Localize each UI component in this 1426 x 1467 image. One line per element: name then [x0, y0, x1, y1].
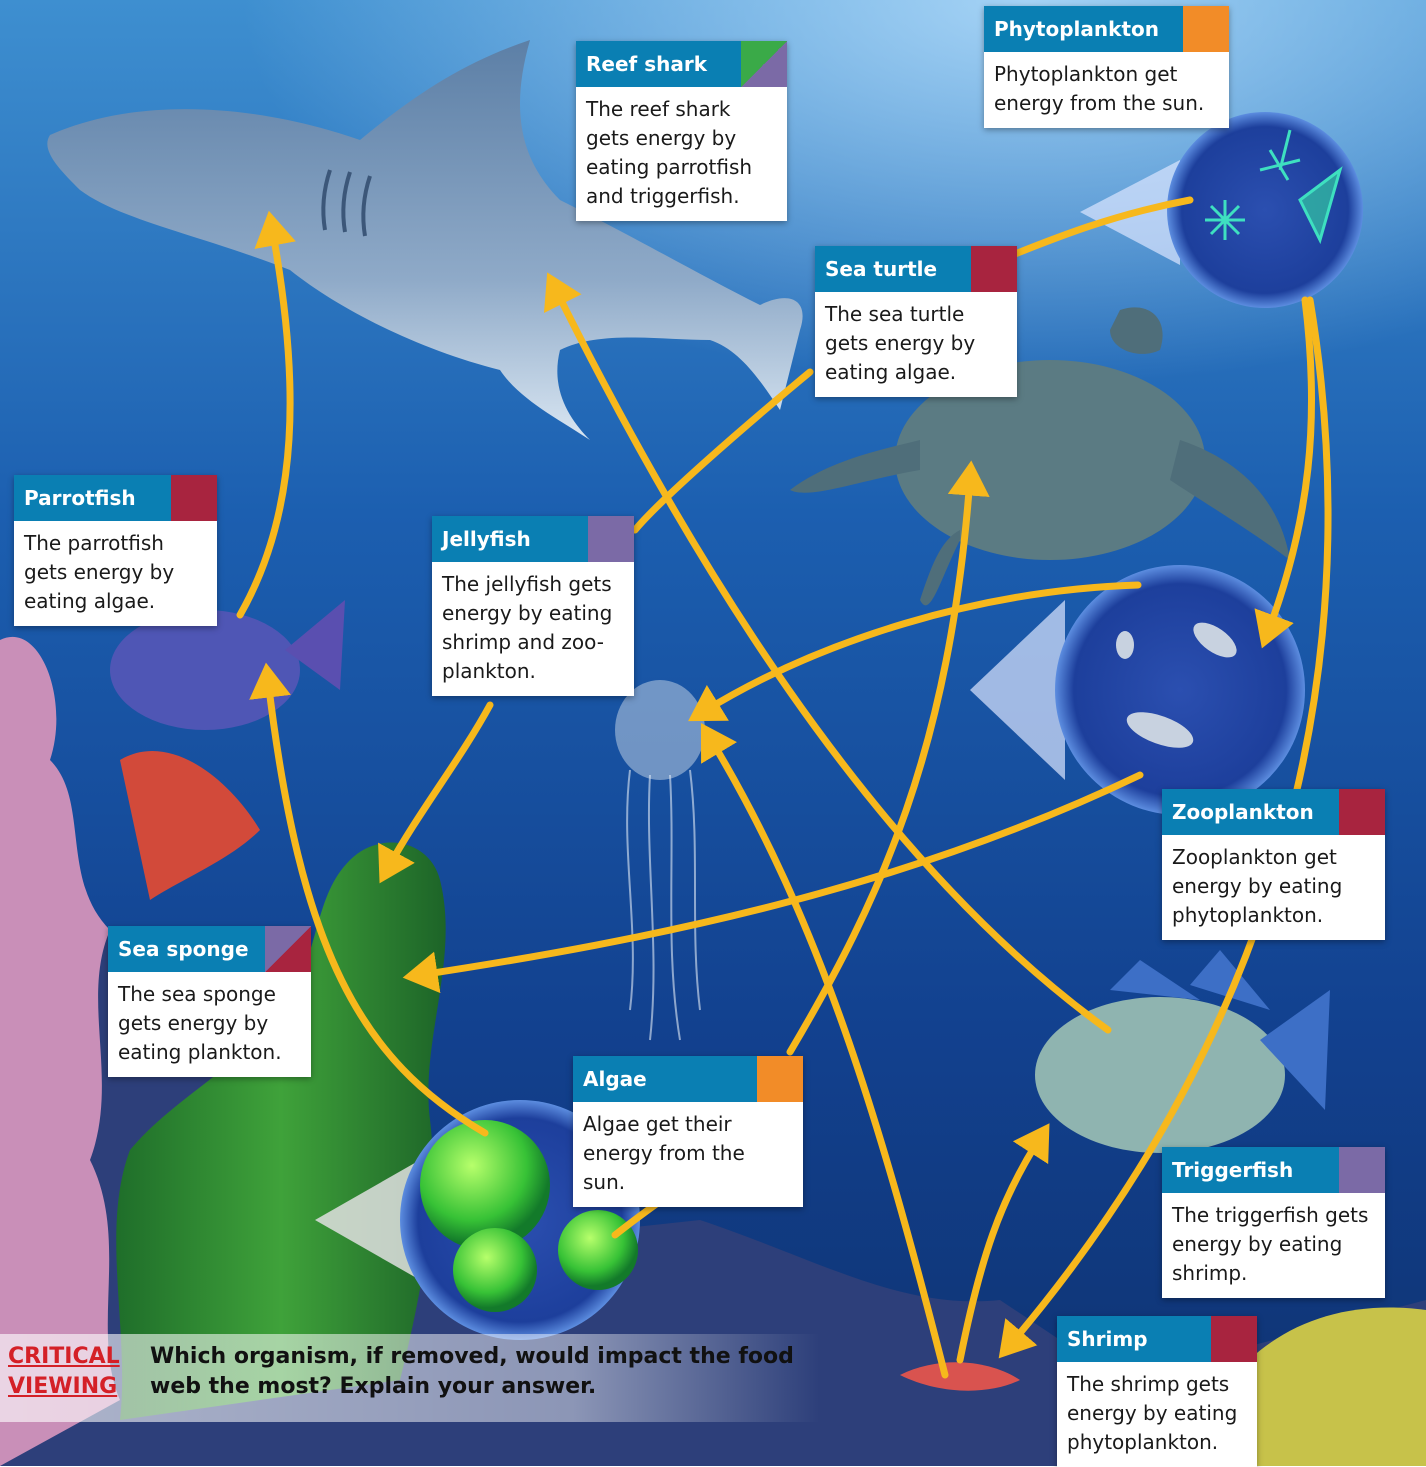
shrimp-shape — [900, 1362, 1020, 1391]
card-triggerfish: Triggerfish The triggerfish gets energy … — [1162, 1147, 1385, 1298]
arrow-turtle-to-sponge — [631, 368, 814, 534]
card-text-phytoplankton: Phytoplankton get energy from the sun. — [994, 62, 1205, 115]
card-title-phytoplankton: Phytoplankton — [984, 6, 1229, 52]
card-text-sea-turtle: The sea turtle gets energy by eating alg… — [825, 302, 976, 384]
algae-bubble-pointer — [315, 1160, 420, 1280]
algae-cell-right — [558, 1210, 638, 1290]
phytoplankton-cells — [1205, 129, 1343, 245]
coral-left — [0, 636, 120, 1466]
arrow-shrimp-to-jelly — [700, 723, 949, 1379]
card-title-zooplankton: Zooplankton — [1162, 789, 1385, 835]
card-text-sea-sponge: The sea sponge gets energy by eating pla… — [118, 982, 282, 1064]
jellyfish-bell — [615, 680, 705, 780]
card-zooplankton: Zooplankton Zooplankton get energy by ea… — [1162, 789, 1385, 940]
card-title-shrimp: Shrimp — [1057, 1316, 1257, 1362]
card-title-text: Zooplankton — [1172, 800, 1314, 824]
card-text-algae: Algae get their energy from the sun. — [583, 1112, 745, 1194]
card-text-jellyfish: The jellyfish gets energy by eating shri… — [442, 572, 613, 683]
card-sea-sponge: Sea sponge The sea sponge gets energy by… — [108, 926, 311, 1077]
arrow-shrimp-to-triggerfish — [956, 1123, 1050, 1364]
critical-label-line1: CRITICAL — [8, 1344, 120, 1369]
zooplankton-critters — [1116, 622, 1237, 748]
shark-gills — [321, 169, 372, 237]
jellyfish-tentacles — [626, 769, 701, 1041]
arrow-parrotfish-to-shark — [236, 210, 296, 619]
card-title-algae: Algae — [573, 1056, 803, 1102]
trophic-swatch-algae — [757, 1056, 803, 1102]
card-title-text: Parrotfish — [24, 486, 136, 510]
card-title-text: Phytoplankton — [994, 17, 1159, 41]
triggerfish-fins — [1110, 950, 1330, 1110]
trophic-swatch-sea-sponge — [265, 926, 311, 972]
parrotfish-shape — [110, 610, 300, 730]
coral-left-red — [120, 750, 260, 900]
card-title-sea-sponge: Sea sponge — [108, 926, 311, 972]
card-title-text: Shrimp — [1067, 1327, 1148, 1351]
trophic-swatch-jellyfish — [588, 516, 634, 562]
arrow-zoo-to-jelly — [688, 581, 1142, 722]
card-jellyfish: Jellyfish The jellyfish gets energy by e… — [432, 516, 634, 696]
algae-cell-large — [420, 1120, 550, 1250]
triggerfish-shape — [1035, 997, 1285, 1153]
algae-cell-bottom — [453, 1228, 537, 1312]
card-title-triggerfish: Triggerfish — [1162, 1147, 1385, 1193]
sea-sponge-shape — [116, 842, 446, 1420]
trophic-swatch-zooplankton — [1339, 789, 1385, 835]
card-title-parrotfish: Parrotfish — [14, 475, 217, 521]
card-title-reef-shark: Reef shark — [576, 41, 787, 87]
card-title-jellyfish: Jellyfish — [432, 516, 634, 562]
card-text-shrimp: The shrimp gets energy by eating phytopl… — [1067, 1372, 1238, 1454]
trophic-swatch-triggerfish — [1339, 1147, 1385, 1193]
sea-turtle-shell — [895, 360, 1205, 560]
trophic-swatch-sea-turtle — [971, 246, 1017, 292]
card-text-triggerfish: The triggerfish gets energy by eating sh… — [1172, 1203, 1369, 1285]
arrow-algae-to-parrotfish — [249, 662, 489, 1137]
card-title-text: Sea turtle — [825, 257, 938, 281]
arrow-phyto-to-sponge-top — [996, 196, 1194, 264]
card-title-text: Jellyfish — [442, 527, 531, 551]
zooplankton-bubble-pointer — [970, 600, 1065, 780]
trophic-swatch-phytoplankton — [1183, 6, 1229, 52]
card-reef-shark: Reef shark The reef shark gets energy by… — [576, 41, 787, 221]
card-parrotfish: Parrotfish The parrotfish gets energy by… — [14, 475, 217, 626]
card-shrimp: Shrimp The shrimp gets energy by eating … — [1057, 1316, 1257, 1467]
card-title-text: Triggerfish — [1172, 1158, 1294, 1182]
critical-viewing-label: CRITICAL VIEWING — [8, 1342, 120, 1402]
critical-label-line2: VIEWING — [8, 1374, 118, 1399]
critical-viewing-question: Which organism, if removed, would impact… — [150, 1344, 794, 1399]
arrow-triggerfish-to-shark — [543, 272, 1112, 1034]
critical-viewing-panel — [0, 1334, 820, 1422]
arrow-phyto-to-zoo — [1254, 296, 1316, 649]
card-phytoplankton: Phytoplankton Phytoplankton get energy f… — [984, 6, 1229, 128]
card-title-text: Algae — [583, 1067, 647, 1091]
card-title-sea-turtle: Sea turtle — [815, 246, 1017, 292]
sea-turtle-flippers — [790, 307, 1290, 606]
arrow-jelly-to-sponge — [378, 701, 494, 884]
card-title-text: Reef shark — [586, 52, 707, 76]
phytoplankton-bubble — [1167, 112, 1363, 308]
card-sea-turtle: Sea turtle The sea turtle gets energy by… — [815, 246, 1017, 397]
parrotfish-tail — [285, 600, 345, 690]
card-title-text: Sea sponge — [118, 937, 249, 961]
reef-shark-shape — [47, 40, 803, 440]
arrow-zoo-to-sponge — [402, 771, 1144, 994]
card-text-parrotfish: The parrotfish gets energy by eating alg… — [24, 531, 175, 613]
trophic-swatch-parrotfish — [171, 475, 217, 521]
trophic-swatch-shrimp — [1211, 1316, 1257, 1362]
card-text-reef-shark: The reef shark gets energy by eating par… — [586, 97, 753, 208]
card-text-zooplankton: Zooplankton get energy by eating phytopl… — [1172, 845, 1343, 927]
trophic-swatch-reef-shark — [741, 41, 787, 87]
zooplankton-bubble — [1055, 565, 1305, 815]
card-algae: Algae Algae get their energy from the su… — [573, 1056, 803, 1207]
